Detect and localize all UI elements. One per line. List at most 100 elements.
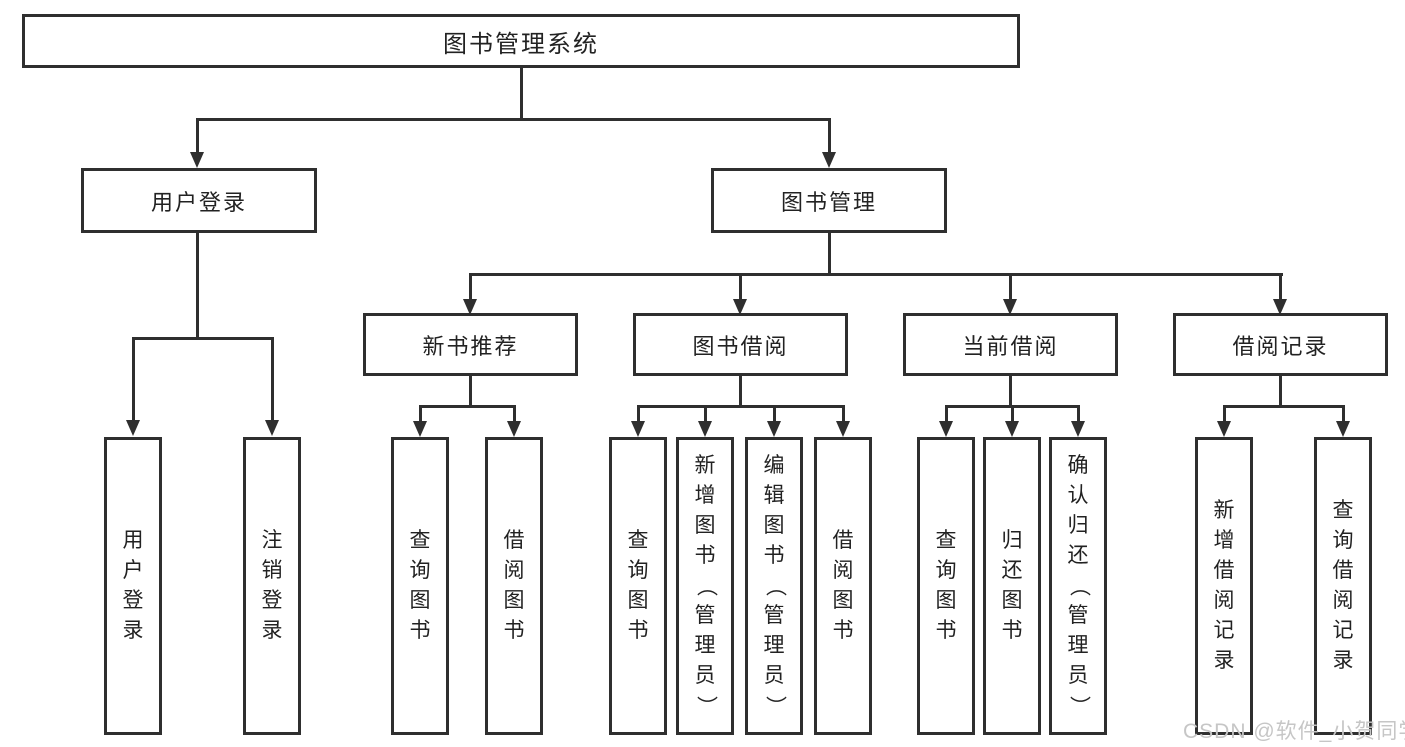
connector-new-book-recommend-crossbar — [418, 405, 516, 408]
node-user-login-label: 用户登录 — [150, 189, 247, 215]
arrow-stem — [772, 408, 776, 423]
leaf-label: 新增图书（管理员） — [694, 454, 717, 717]
arrow-stem — [512, 408, 516, 423]
leaf-borrow-books-2: 借阅图书 — [814, 437, 872, 735]
node-user-login: 用户登录 — [81, 168, 317, 233]
arrow-to-current-borrowing — [1002, 276, 1018, 315]
node-new-book-recommend: 新书推荐 — [363, 313, 578, 376]
arrow-to-leaf — [766, 408, 782, 437]
leaf-query-borrow-record: 查询借阅记录 — [1314, 437, 1372, 735]
arrow-stem — [468, 276, 472, 301]
arrow-to-book-borrowing — [732, 276, 748, 315]
arrow-to-user-login — [190, 121, 205, 168]
arrowhead-icon — [1002, 299, 1017, 315]
arrowhead-icon — [1273, 299, 1287, 315]
leaf-label: 借阅图书 — [832, 529, 854, 642]
arrow-stem — [1076, 408, 1080, 423]
leaf-add-books-admin: 新增图书（管理员） — [676, 437, 734, 735]
node-borrowing-records: 借阅记录 — [1173, 313, 1388, 376]
arrowhead-icon — [1004, 421, 1019, 437]
arrow-to-new-book-recommend — [462, 276, 478, 315]
arrow-to-leaf-logout — [264, 340, 280, 436]
arrow-to-leaf — [835, 408, 851, 437]
arrow-to-leaf-user-login — [125, 340, 141, 436]
connector-root-stem — [519, 68, 523, 120]
arrowhead-icon — [835, 421, 850, 437]
leaf-borrow-books-1: 借阅图书 — [485, 437, 543, 735]
arrow-to-book-management — [821, 121, 837, 168]
arrow-stem — [1341, 408, 1345, 423]
leaf-label: 查询图书 — [409, 529, 431, 642]
arrow-stem — [1222, 408, 1226, 423]
node-book-management-label: 图书管理 — [780, 189, 877, 215]
arrowhead-icon — [264, 420, 279, 436]
node-book-borrowing-label: 图书借阅 — [692, 333, 789, 359]
leaf-return-books: 归还图书 — [983, 437, 1041, 735]
leaf-label: 归还图书 — [1001, 529, 1023, 642]
leaf-label: 查询借阅记录 — [1332, 499, 1354, 672]
leaf-query-books-3: 查询图书 — [917, 437, 975, 735]
arrow-stem — [418, 408, 422, 423]
arrow-stem — [131, 340, 135, 422]
arrow-to-leaf — [1070, 408, 1086, 437]
connector-current-borrowing-crossbar — [944, 405, 1080, 408]
connector-book-management-stem — [827, 233, 831, 276]
leaf-confirm-return-admin: 确认归还（管理员） — [1049, 437, 1107, 735]
leaf-label: 确认归还（管理员） — [1067, 454, 1090, 717]
arrow-stem — [738, 276, 742, 301]
arrowhead-icon — [1335, 421, 1350, 437]
leaf-edit-books-admin: 编辑图书（管理员） — [745, 437, 803, 735]
arrow-to-leaf — [412, 408, 428, 437]
arrow-stem — [944, 408, 948, 423]
node-book-borrowing: 图书借阅 — [633, 313, 848, 376]
leaf-add-borrow-record: 新增借阅记录 — [1195, 437, 1253, 735]
node-root-label: 图书管理系统 — [443, 30, 599, 58]
connector-book-management-crossbar — [468, 273, 1283, 276]
arrow-stem — [196, 121, 199, 154]
connector-new-book-recommend-stem — [468, 376, 472, 408]
arrow-stem — [1010, 408, 1014, 423]
arrowhead-icon — [462, 299, 477, 315]
leaf-label: 新增借阅记录 — [1213, 499, 1235, 672]
arrow-stem — [827, 121, 831, 154]
leaf-label: 借阅图书 — [503, 529, 525, 642]
leaf-label: 编辑图书（管理员） — [763, 454, 786, 717]
arrowhead-icon — [938, 421, 953, 437]
arrow-stem — [270, 340, 274, 422]
connector-book-borrowing-crossbar — [636, 405, 845, 408]
connector-current-borrowing-stem — [1008, 376, 1012, 408]
arrowhead-icon — [190, 152, 204, 168]
arrow-to-leaf — [938, 408, 954, 437]
node-root: 图书管理系统 — [22, 14, 1020, 68]
arrowhead-icon — [697, 421, 712, 437]
leaf-logout: 注销登录 — [243, 437, 301, 735]
arrowhead-icon — [125, 420, 140, 436]
arrow-to-leaf — [1216, 408, 1232, 437]
node-current-borrowing-label: 当前借阅 — [962, 333, 1059, 359]
arrow-stem — [1279, 276, 1282, 301]
leaf-label: 查询图书 — [935, 529, 957, 642]
node-new-book-recommend-label: 新书推荐 — [422, 333, 519, 359]
leaf-query-books-1: 查询图书 — [391, 437, 449, 735]
connector-user-login-stem — [196, 233, 199, 340]
leaf-query-books-2: 查询图书 — [609, 437, 667, 735]
arrowhead-icon — [821, 152, 836, 168]
connector-root-crossbar — [196, 118, 831, 121]
arrowhead-icon — [412, 421, 427, 437]
connector-book-borrowing-stem — [738, 376, 742, 408]
arrow-to-leaf — [630, 408, 646, 437]
connector-borrowing-records-stem — [1279, 376, 1282, 408]
leaf-user-login: 用户登录 — [104, 437, 162, 735]
arrowhead-icon — [1216, 421, 1231, 437]
arrowhead-icon — [1070, 421, 1085, 437]
csdn-watermark: CSDN @软件_小贺同学 — [1183, 720, 1405, 743]
arrow-stem — [1008, 276, 1012, 301]
leaf-label: 注销登录 — [261, 529, 283, 642]
arrow-to-leaf — [697, 408, 713, 437]
node-book-management: 图书管理 — [711, 168, 947, 233]
arrowhead-icon — [732, 299, 747, 315]
arrow-stem — [841, 408, 845, 423]
connector-borrowing-records-crossbar — [1222, 405, 1345, 408]
node-borrowing-records-label: 借阅记录 — [1232, 333, 1329, 359]
